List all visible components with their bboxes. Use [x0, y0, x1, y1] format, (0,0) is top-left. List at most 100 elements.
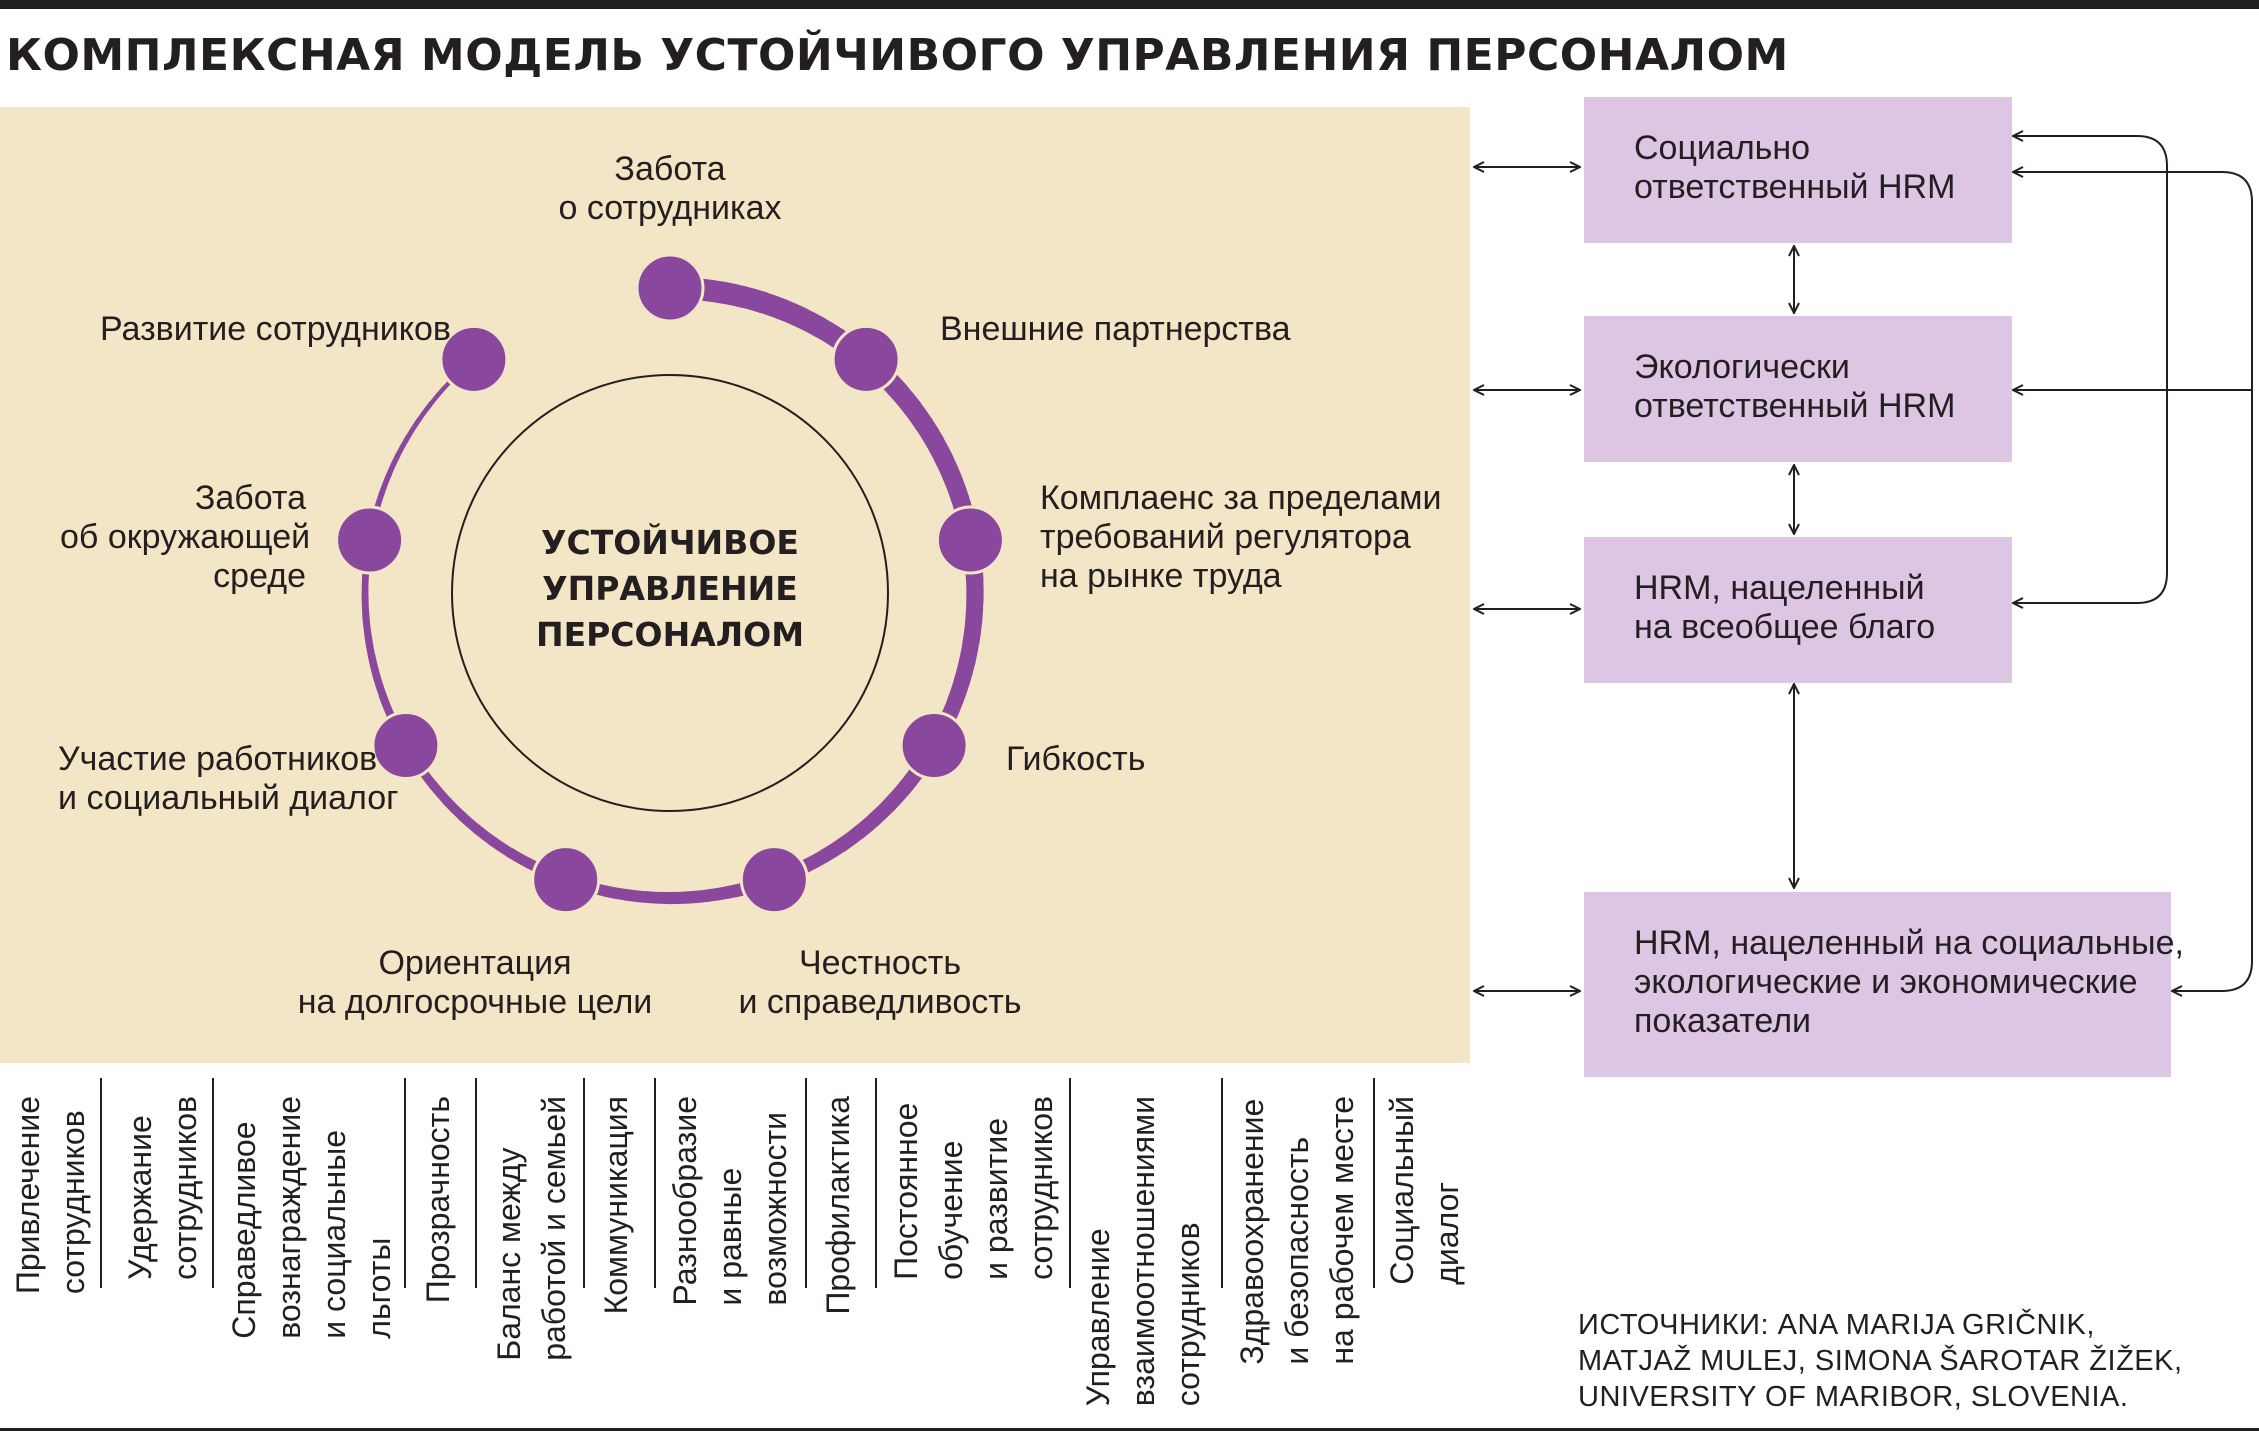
top-rule	[0, 0, 2259, 9]
ring-segment	[953, 659, 976, 686]
ring-segment	[896, 768, 923, 796]
practice-separator	[475, 1078, 477, 1288]
practice-prevention: Профилактика	[820, 1096, 856, 1315]
ring-segment	[472, 824, 497, 847]
ring-segment	[836, 826, 864, 852]
cycle-node	[439, 324, 509, 394]
practice-separator	[100, 1078, 102, 1288]
practice-separator	[212, 1078, 214, 1288]
ring-segment	[405, 417, 422, 440]
ring-segment	[700, 278, 727, 304]
practice-separator	[1221, 1078, 1223, 1288]
ring-segment	[777, 299, 808, 328]
ring-segment	[944, 475, 970, 503]
ring-segment	[883, 784, 910, 812]
practice-separator	[404, 1078, 406, 1288]
ring-segment	[965, 599, 984, 624]
practice-separator	[1069, 1078, 1071, 1288]
connector-box1-box3	[2013, 136, 2168, 603]
ring-segment	[362, 613, 372, 638]
ring-segment	[947, 678, 970, 706]
practice-separator	[654, 1078, 656, 1288]
cycle-node	[371, 711, 441, 780]
cycle-label-development: Развитие сотрудников	[100, 310, 451, 348]
ring-segment	[644, 891, 669, 904]
ring-segment	[623, 888, 648, 904]
ring-segment	[916, 418, 945, 449]
cycle-node	[531, 845, 601, 915]
cycle-nodes	[335, 253, 1005, 915]
ring-segment	[361, 593, 370, 617]
ring-segment	[958, 639, 980, 665]
ring-segment	[802, 849, 829, 873]
ring-segment	[364, 634, 376, 658]
ring-segment	[489, 836, 514, 858]
practice-communication: Коммуникация	[598, 1096, 634, 1315]
ring-segment	[428, 385, 447, 406]
ring-segment	[868, 799, 896, 826]
ring-segment	[372, 673, 387, 699]
box-triple-bottom-line-hrm: HRM, нацеленный на социальные,экологичес…	[1584, 892, 2184, 1077]
ring-segment	[361, 572, 370, 596]
ring-segment	[706, 885, 731, 902]
ring-segment	[395, 435, 411, 458]
bottom-rule	[0, 1428, 2259, 1431]
cycle-node	[635, 253, 705, 323]
model-panel	[0, 107, 1470, 1063]
ring-segment	[926, 437, 954, 466]
practice-separator	[1373, 1078, 1375, 1288]
ring-segment	[819, 838, 847, 863]
cycle-node	[335, 505, 405, 575]
cycle-node	[899, 711, 969, 780]
inner-circle	[451, 374, 889, 812]
practice-separator	[875, 1078, 877, 1288]
ring-segment	[904, 401, 934, 432]
ring-segment	[416, 401, 434, 423]
ring-segment	[603, 885, 628, 901]
ring-segment	[378, 693, 395, 718]
cycle-node	[831, 324, 901, 394]
ring-segment	[457, 811, 481, 834]
ring-segment	[506, 847, 532, 869]
cycle-node	[739, 845, 809, 915]
ring-segment	[759, 292, 788, 320]
page-title: КОМПЛЕКСНАЯ МОДЕЛЬ УСТОЙЧИВОГО УПРАВЛЕНИ…	[6, 30, 1789, 81]
practice-separator	[583, 1078, 585, 1288]
ring-segment	[962, 619, 983, 645]
ring-segment	[428, 781, 451, 805]
ring-segment	[891, 384, 922, 415]
practice-separator	[805, 1078, 807, 1288]
practice-transparency: Прозрачность	[420, 1096, 456, 1304]
ring-segment	[935, 455, 963, 485]
ring-segment	[367, 654, 381, 679]
ring-segment	[378, 471, 393, 496]
cycle-node	[935, 505, 1005, 575]
ring-segment	[813, 317, 845, 348]
cycle-label-flexibility: Гибкость	[1006, 740, 1146, 778]
source-note: ИСТОЧНИКИ: ANA MARIJA GRIČNIK,MATJAŽ MUL…	[1578, 1309, 2183, 1413]
ring-segment	[739, 286, 768, 314]
ring-segment	[386, 453, 401, 477]
ring-segment	[853, 813, 880, 840]
ring-segment	[720, 281, 748, 308]
